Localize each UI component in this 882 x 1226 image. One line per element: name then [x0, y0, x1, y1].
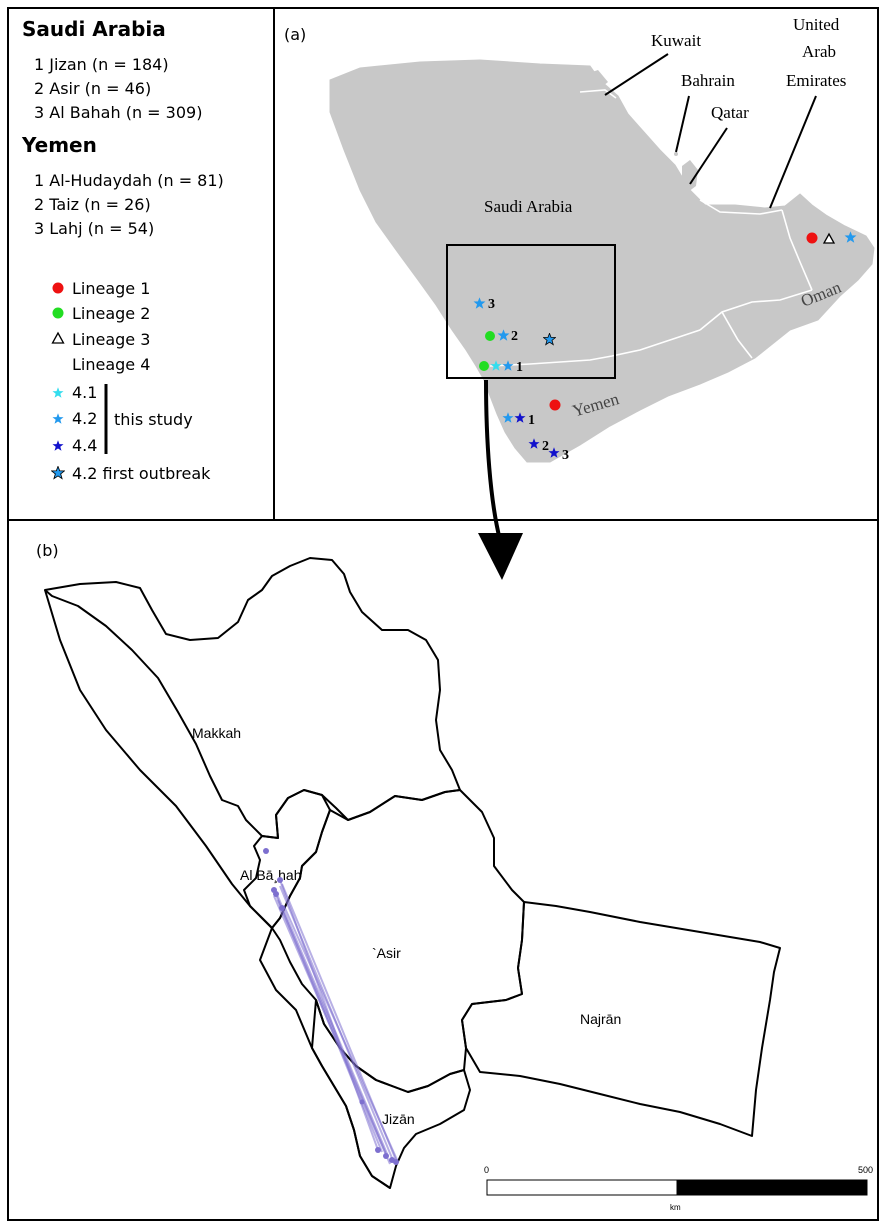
- legend-lineage4-label: Lineage 4: [72, 355, 150, 374]
- map-a-ye2-number: 2: [542, 439, 549, 454]
- map-a-saudi-label: Saudi Arabia: [484, 197, 573, 216]
- map-a-bahrain-land: [674, 152, 678, 156]
- legend-42-star-icon: [52, 413, 64, 424]
- map-a-bahrain-label: Bahrain: [681, 71, 735, 90]
- legend-first-outbreak-label: 4.2 first outbreak: [72, 464, 211, 483]
- legend-44-star-icon: [52, 440, 64, 451]
- map-a-panel-label: (a): [284, 25, 306, 44]
- map-a-landmass: [329, 59, 875, 463]
- map-b-makkah-outline: [44, 557, 461, 839]
- legend-saudi-site-2: 2 Asir (n = 46): [34, 79, 151, 98]
- map-a-uae-leader: [769, 95, 817, 209]
- map-a-gulf: [588, 60, 830, 196]
- legend-saudi-site-1: 1 Jizan (n = 184): [34, 55, 169, 74]
- map-a-bahrain-leader: [675, 95, 690, 153]
- map-a-sa1-lineage2-marker: [479, 361, 489, 371]
- panel-borders: [7, 7, 879, 1221]
- legend-lineage3-label: Lineage 3: [72, 330, 150, 349]
- map-b-asir-label: `Asir: [372, 945, 401, 961]
- map-a-oman-lineage1-marker: [806, 232, 818, 244]
- legend-lineage2-label: Lineage 2: [72, 304, 150, 323]
- map-b-najran-outline: [461, 901, 781, 1137]
- legend-41-star-icon: [52, 387, 64, 398]
- map-b: (b) Makkah Al Bā¸hah `Asir Najrān Jizān: [36, 541, 873, 1212]
- legend-lineage1-marker: [52, 282, 64, 294]
- map-b-scale-end: 500: [858, 1165, 873, 1175]
- map-a-qatar-label: Qatar: [711, 103, 749, 122]
- legend-lineage3-marker: [51, 331, 65, 344]
- legend-this-study-label: this study: [114, 410, 193, 429]
- map-b-makkah-label: Makkah: [192, 725, 241, 741]
- map-b-jizan-label: Jizān: [382, 1111, 415, 1127]
- map-b-scale-start: 0: [484, 1165, 489, 1175]
- map-a-kuwait-label: Kuwait: [651, 31, 701, 50]
- map-a-uae-label-line2: Arab: [802, 42, 836, 61]
- map-a-uae-label-line3: Emirates: [786, 71, 846, 90]
- legend-lineage1-label: Lineage 1: [72, 279, 150, 298]
- map-b-panel-label: (b): [36, 541, 59, 560]
- map-a-sa2-lineage2-marker: [485, 331, 495, 341]
- map-a-kuwait-land: [586, 70, 608, 90]
- map-a-zoom-arrow: [484, 379, 502, 541]
- map-a-sa1-number: 1: [516, 360, 523, 375]
- map-b-sample-points: [263, 848, 399, 1165]
- map-a-ye3-number: 3: [562, 448, 569, 463]
- map-b-scale-bar: 0 500 km: [484, 1165, 873, 1212]
- legend-yemen-site-1: 1 Al-Hudaydah (n = 81): [34, 171, 224, 190]
- map-a-yemen-lineage1-marker: [549, 399, 561, 411]
- legend-yemen-title: Yemen: [21, 133, 97, 157]
- legend-yemen-site-2: 2 Taiz (n = 26): [34, 195, 151, 214]
- map-a-borders: [489, 89, 813, 367]
- legend-saudi-title: Saudi Arabia: [22, 17, 166, 41]
- map-b-albahah-outline: [243, 789, 331, 929]
- map-a-sa2-number: 2: [511, 329, 518, 344]
- map-b-najran-label: Najrān: [580, 1011, 621, 1027]
- map-a-sa3-number: 3: [488, 297, 495, 312]
- map-b-coastline: [44, 589, 391, 1189]
- map-a-uae-label-line1: United: [793, 15, 840, 34]
- legend-lineage2-marker: [52, 307, 64, 319]
- legend-yemen-site-3: 3 Lahj (n = 54): [34, 219, 154, 238]
- map-a-kuwait-leader: [604, 53, 669, 96]
- legend-44-label: 4.4: [72, 436, 97, 455]
- map-b-asir-outline: [271, 789, 525, 1093]
- map-a-qatar-leader: [689, 127, 728, 185]
- legend: Saudi Arabia 1 Jizan (n = 184) 2 Asir (n…: [21, 17, 224, 483]
- map-b-scale-unit: km: [670, 1203, 681, 1212]
- legend-41-label: 4.1: [72, 383, 97, 402]
- legend-saudi-site-3: 3 Al Bahah (n = 309): [34, 103, 202, 122]
- map-a-zoom-arrowhead-icon: [478, 533, 523, 580]
- map-a: (a) Kuwait Bahrain Qatar United Arab Emi…: [284, 15, 875, 580]
- legend-42-label: 4.2: [72, 409, 97, 428]
- map-b-transmission-links: [273, 879, 399, 1165]
- map-a-qatar-land: [682, 160, 698, 192]
- map-a-oman-lineage3-marker: [822, 232, 836, 244]
- map-a-ye1-number: 1: [528, 413, 535, 428]
- map-a-inset-box: [446, 244, 616, 379]
- legend-first-outbreak-star-icon: [51, 466, 65, 480]
- map-b-albahah-label: Al Bā¸hah: [240, 867, 301, 883]
